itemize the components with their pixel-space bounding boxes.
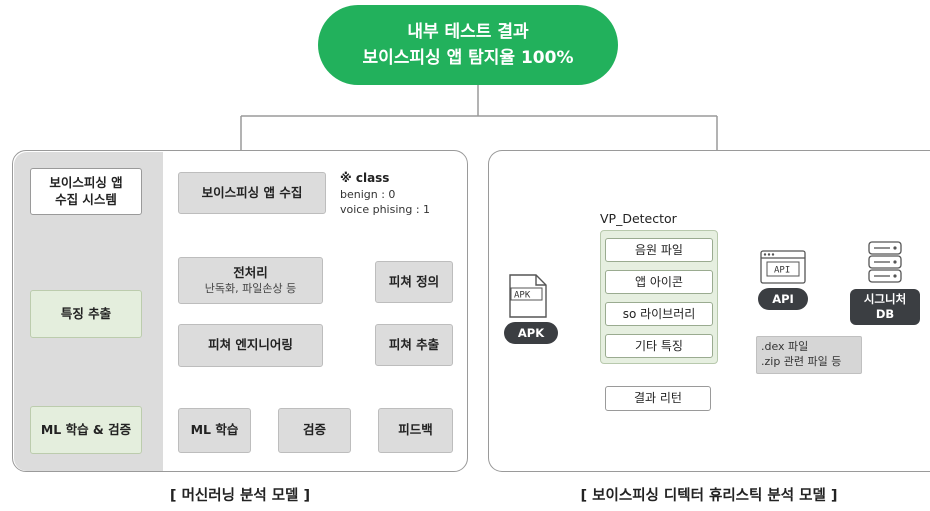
verify-box: 검증	[278, 408, 351, 453]
preprocess-title: 전처리	[233, 264, 268, 280]
app-collect-box: 보이스피싱 앱 수집	[178, 172, 326, 214]
class-note-title: ※ class	[340, 171, 390, 185]
database-icon	[868, 241, 902, 283]
vp-item-app-icon: 앱 아이콘	[605, 270, 713, 294]
file-type-note: .dex 파일 .zip 관련 파일 등	[756, 336, 862, 374]
signature-db-label: 시그니처 DB	[850, 289, 920, 325]
collect-system-box: 보이스피싱 앱 수집 시스템	[30, 168, 142, 215]
vp-item-other-features: 기타 특징	[605, 334, 713, 358]
heuristic-model-caption: [ 보이스피싱 디텍터 휴리스틱 분석 모델 ]	[580, 488, 838, 504]
vp-item-so-library: so 라이브러리	[605, 302, 713, 326]
class-note: ※ class benign : 0 voice phising : 1	[340, 170, 458, 218]
banner-line-2: 보이스피싱 앱 탐지율 100%	[362, 48, 574, 68]
feature-extract-stage: 특징 추출	[30, 290, 142, 338]
result-return-box: 결과 리턴	[605, 386, 711, 411]
feature-engineering-box: 피쳐 엔지니어링	[178, 324, 323, 367]
banner-line-1: 내부 테스트 결과	[407, 21, 529, 42]
feature-define-box: 피쳐 정의	[375, 261, 453, 303]
preprocess-subtitle: 난독화, 파일손상 등	[204, 281, 297, 295]
api-icon-text: API	[774, 266, 790, 276]
apk-label: APK	[504, 322, 558, 344]
class-note-benign: benign : 0	[340, 187, 396, 201]
apk-icon-text: APK	[514, 291, 531, 301]
ml-model-caption: [ 머신러닝 분석 모델 ]	[169, 488, 311, 504]
detection-result-banner: 내부 테스트 결과 보이스피싱 앱 탐지율 100%	[318, 5, 618, 85]
vp-item-audio-file: 음원 파일	[605, 238, 713, 262]
feedback-box: 피드백	[378, 408, 453, 453]
feature-extract-box: 피쳐 추출	[375, 324, 453, 366]
preprocess-box: 전처리 난독화, 파일손상 등	[178, 257, 323, 304]
apk-file-icon: APK	[509, 274, 547, 318]
vp-detector-title: VP_Detector	[600, 211, 677, 226]
ml-train-verify-stage: ML 학습 & 검증	[30, 406, 142, 454]
class-note-voice: voice phising : 1	[340, 203, 431, 217]
api-window-icon: API	[760, 250, 806, 284]
api-label: API	[758, 288, 808, 310]
ml-train-box: ML 학습	[178, 408, 251, 453]
